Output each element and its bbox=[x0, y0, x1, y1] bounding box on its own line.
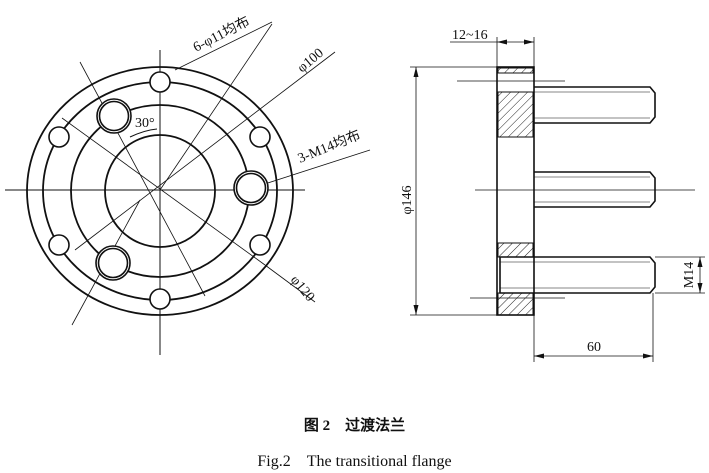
bore-circle bbox=[104, 134, 216, 248]
side-view bbox=[410, 37, 705, 362]
caption-english: Fig.2 The transitional flange bbox=[257, 453, 452, 470]
d146-label: φ146 bbox=[400, 185, 415, 214]
threads-label: 3-M14均布 bbox=[296, 127, 363, 167]
angle-label: 30° bbox=[135, 116, 155, 131]
caption-chinese: 图 2 过渡法兰 bbox=[303, 418, 406, 434]
outer-circle bbox=[26, 66, 294, 316]
holes-label: 6-φ11均布 bbox=[191, 14, 253, 56]
d100-label: φ100 bbox=[295, 46, 327, 76]
thickness-label: 12~16 bbox=[452, 28, 488, 43]
bolt-holes bbox=[48, 71, 271, 310]
front-view bbox=[5, 21, 371, 355]
m14-label: M14 bbox=[682, 262, 697, 288]
length-label: 60 bbox=[587, 340, 601, 355]
threaded-holes bbox=[95, 98, 269, 281]
dimension-arrows bbox=[413, 39, 703, 359]
